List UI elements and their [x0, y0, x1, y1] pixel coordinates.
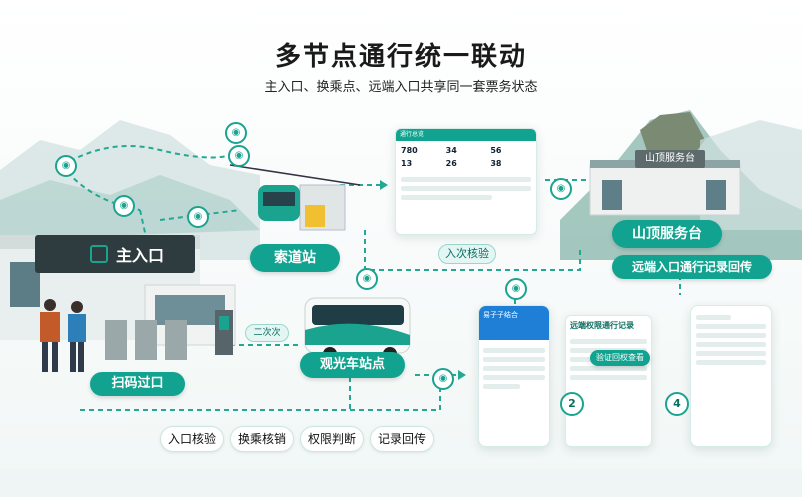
verify-view-pill[interactable]: 验证回权查看 — [590, 350, 650, 366]
stat-cell: 13 — [401, 159, 413, 168]
stat-cell: 26 — [445, 159, 457, 168]
record-title: 远端权限通行记录 — [570, 321, 634, 330]
summit-service-pill[interactable]: 山顶服务台 — [612, 220, 722, 248]
location-pin-icon: ◉ — [505, 278, 527, 300]
dashboard-panel: 通行总览 780 34 56 13 26 38 — [395, 128, 537, 235]
summit-building-sign: 山顶服务台 — [635, 150, 705, 168]
transfer-verify-button[interactable]: 换乘核销 — [230, 426, 294, 452]
scan-gate-pill[interactable]: 扫码过口 — [90, 372, 185, 396]
location-pin-icon: ◉ — [356, 268, 378, 290]
stat-cell: 34 — [445, 146, 457, 155]
main-entrance-label: 主入口 — [116, 246, 165, 265]
phone-app: 易子子结合 — [478, 305, 550, 447]
record-panel: 远端权限通行记录 — [565, 315, 652, 447]
permission-check-button[interactable]: 权限判断 — [300, 426, 364, 452]
location-pin-icon: ◉ — [225, 122, 247, 144]
entry-check-label: 入次核验 — [438, 244, 496, 264]
location-pin-icon: ◉ — [432, 368, 454, 390]
stat-cell: 56 — [490, 146, 502, 155]
stat-cell: 38 — [490, 159, 502, 168]
location-pin-icon: ◉ — [550, 178, 572, 200]
location-pin-icon: ◉ — [187, 206, 209, 228]
record-phone — [690, 305, 772, 447]
location-pin-icon: ◉ — [113, 195, 135, 217]
record-sync-button[interactable]: 记录回传 — [370, 426, 434, 452]
page-subtitle: 主入口、换乘点、远端入口共享同一套票务状态 — [264, 80, 538, 95]
cableway-station-pill[interactable]: 索道站 — [250, 244, 340, 272]
main-entrance-sign: 主入口 — [35, 235, 195, 273]
phone-header: 易子子结合 — [479, 306, 549, 340]
step-number: 2 — [560, 392, 584, 416]
stat-cell: 780 — [401, 146, 418, 155]
gate-icon — [90, 245, 108, 263]
bus-stop-pill[interactable]: 观光车站点 — [300, 352, 405, 378]
location-pin-icon: ◉ — [55, 155, 77, 177]
location-pin-icon: ◉ — [228, 145, 250, 167]
dashboard-header: 通行总览 — [396, 129, 536, 141]
page-title: 多节点通行统一联动 — [274, 42, 527, 72]
transfer-label: 二次次 — [245, 324, 289, 342]
remote-record-pill[interactable]: 远端入口通行记录回传 — [612, 255, 772, 279]
entry-verify-button[interactable]: 入口核验 — [160, 426, 224, 452]
step-number: 4 — [665, 392, 689, 416]
